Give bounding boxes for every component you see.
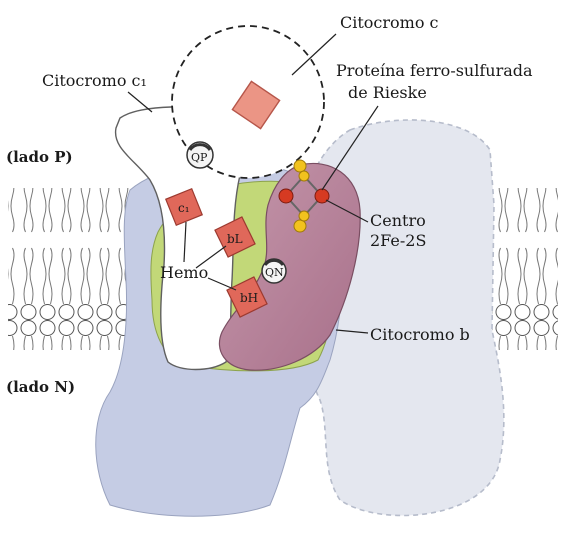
label-n-side: (lado N) bbox=[6, 378, 75, 396]
label-cytochrome-c: Citocromo c bbox=[340, 13, 439, 32]
label-heme: Hemo bbox=[160, 263, 208, 282]
label-cytochrome-b: Citocromo b bbox=[370, 325, 470, 344]
marker-bh: bH bbox=[240, 291, 258, 305]
label-rieske-line2: de Rieske bbox=[348, 83, 427, 102]
marker-qn: QN bbox=[265, 266, 284, 279]
label-center-line1: Centro bbox=[370, 211, 426, 230]
label-rieske-line1: Proteína ferro-sulfurada bbox=[336, 61, 533, 80]
label-center-line2: 2Fe-2S bbox=[370, 231, 426, 250]
label-p-side: (lado P) bbox=[6, 148, 73, 166]
marker-qp: QP bbox=[191, 151, 208, 164]
label-cytochrome-c1: Citocromo c₁ bbox=[42, 71, 147, 90]
lipid-bilayer-left bbox=[8, 188, 134, 350]
marker-bl: bL bbox=[227, 232, 243, 246]
marker-c1: c₁ bbox=[178, 201, 190, 215]
leader-cytochrome-c1 bbox=[128, 92, 152, 112]
lipid-bilayer-right bbox=[490, 188, 558, 350]
